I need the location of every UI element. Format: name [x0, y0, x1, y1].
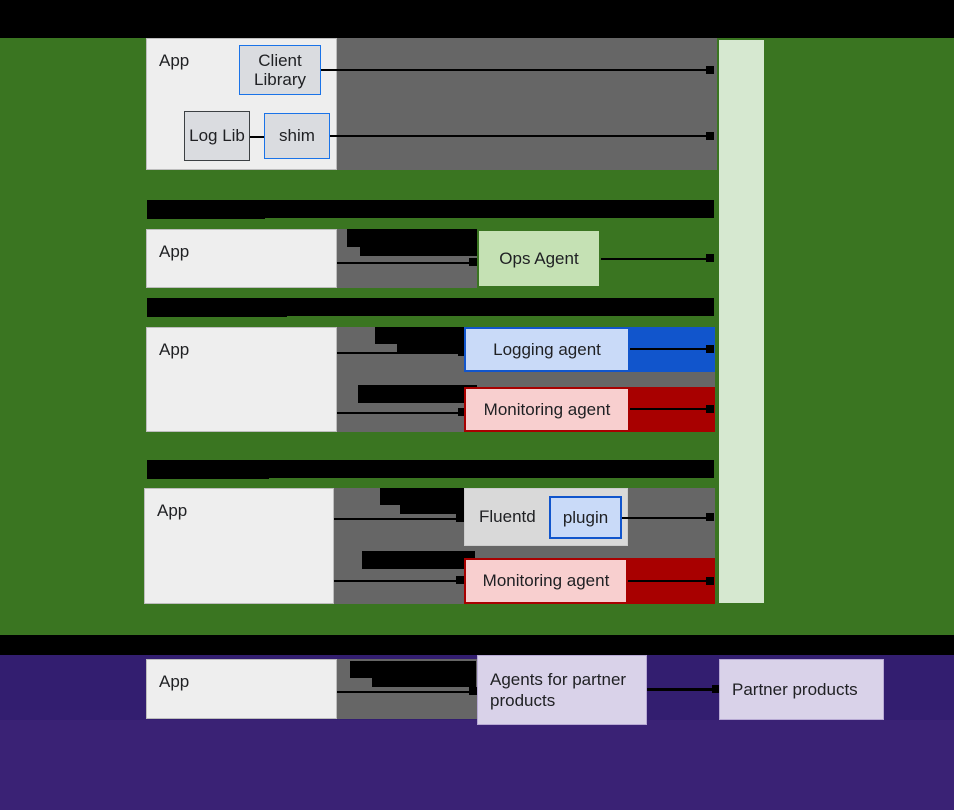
client-library-wire [321, 69, 712, 71]
row2-app-to-agent-endpoint [469, 258, 477, 266]
row4-fluentd-pipe-label-redaction [380, 488, 475, 505]
partner-agents-to-products-wire [647, 688, 719, 691]
row3-app-to-monitoring-endpoint [458, 408, 466, 416]
row4-app-label: App [157, 501, 188, 520]
client-library-box: Client Library [239, 45, 321, 95]
partner-agents-label: Agents for partner products [490, 669, 627, 710]
client-library-label: Client Library [254, 50, 306, 89]
partner-agents-to-products-endpoint [712, 685, 720, 693]
row4-monitoring-pipe-label-redaction [362, 551, 475, 569]
row4-app-to-monitoring-wire [334, 580, 475, 582]
row5-pipe-label-redaction [350, 661, 476, 678]
row4-monitoring-agent-box: Monitoring agent [464, 558, 628, 604]
row3-monitoring-pipe-label-redaction [358, 385, 477, 403]
row2-pipe-label-redaction [347, 229, 477, 247]
logging-agent-box: Logging agent [464, 327, 630, 372]
row3-app-label: App [159, 340, 190, 359]
row3-app-to-monitoring-wire [337, 412, 477, 414]
row5-pipe-label-redaction-b [372, 678, 476, 687]
row2-section-label-redaction-b [265, 200, 714, 218]
shim-label: shim [279, 126, 315, 146]
plugin-destination-endpoint [706, 513, 714, 521]
row5-section-label-redaction [0, 635, 240, 655]
logging-agent-destination-wire [630, 348, 712, 350]
partner-agents-box: Agents for partner products [477, 655, 647, 725]
row3-section-label-redaction-b [287, 298, 714, 316]
row4-monitoring-destination-wire [628, 580, 712, 582]
log-lib-label: Log Lib [189, 126, 245, 146]
row3-app-to-logging-wire [337, 352, 477, 354]
row5-app-box: App [146, 659, 337, 719]
ops-agent-box: Ops Agent [477, 229, 601, 288]
log-lib-box: Log Lib [184, 111, 250, 161]
row4-app-to-fluentd-wire [334, 518, 475, 520]
row3-logging-pipe-label-redaction [375, 327, 477, 344]
row5-app-label: App [159, 672, 190, 691]
row5-app-to-agent-wire [337, 691, 477, 693]
row3-monitoring-destination-wire [630, 408, 712, 410]
row2-app-label: App [159, 242, 190, 261]
row1-app-label: App [159, 51, 190, 70]
plugin-label: plugin [562, 507, 609, 527]
fluentd-label: Fluentd [479, 507, 536, 527]
row4-section-label-redaction [147, 460, 269, 479]
logging-agent-label: Logging agent [493, 339, 601, 359]
destination-bar [717, 38, 766, 605]
row2-pipe-label-redaction-b [360, 247, 477, 256]
partner-band-lower [0, 720, 954, 810]
row3-monitoring-agent-box: Monitoring agent [464, 387, 630, 432]
row2-app-box: App [146, 229, 337, 288]
row3-monitoring-destination-endpoint [706, 405, 714, 413]
row4-fluentd-pipe-label-redaction-b [400, 505, 475, 514]
row4-app-to-monitoring-endpoint [456, 576, 464, 584]
row4-section-label-redaction-b [269, 460, 714, 478]
row4-monitoring-destination-endpoint [706, 577, 714, 585]
shim-wire-endpoint [706, 132, 714, 140]
row4-app-box: App [144, 488, 334, 604]
shim-wire [330, 135, 712, 137]
ops-agent-destination-wire [601, 258, 712, 260]
row4-monitoring-agent-label: Monitoring agent [482, 571, 610, 591]
partner-products-box: Partner products [719, 659, 884, 720]
ops-agent-destination-endpoint [706, 254, 714, 262]
logging-agent-destination-endpoint [706, 345, 714, 353]
shim-box: shim [264, 113, 330, 159]
row1-transport-pipe [337, 38, 717, 170]
row3-monitoring-agent-label: Monitoring agent [483, 399, 611, 419]
row3-section-label-redaction [147, 298, 287, 317]
plugin-box: plugin [549, 496, 622, 539]
row2-section-label-redaction [147, 200, 265, 219]
ops-agent-label: Ops Agent [499, 248, 579, 268]
row5-section-label-redaction-b [240, 636, 954, 655]
row5-app-to-agent-endpoint [469, 687, 477, 695]
plugin-destination-wire [622, 517, 712, 519]
loglib-shim-connector [250, 136, 264, 138]
client-library-wire-endpoint [706, 66, 714, 74]
row3-app-box: App [146, 327, 337, 432]
row4-app-to-fluentd-endpoint [456, 514, 464, 522]
row3-logging-pipe-label-redaction-b [397, 344, 477, 353]
row2-app-to-agent-wire [337, 262, 478, 264]
partner-products-label: Partner products [732, 679, 858, 699]
row3-app-to-logging-endpoint [458, 348, 466, 356]
